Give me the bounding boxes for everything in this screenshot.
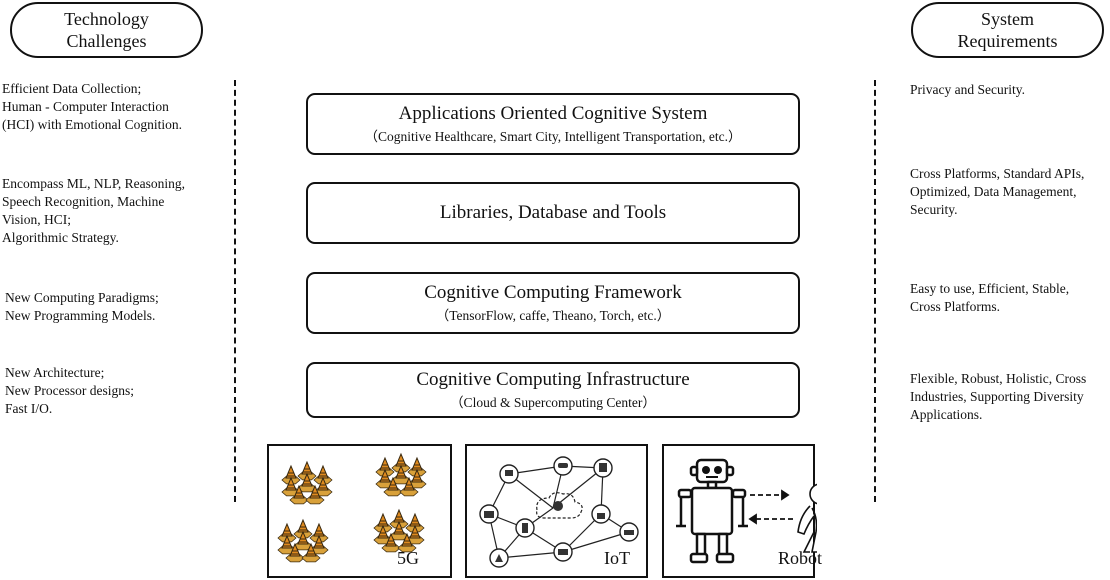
cell-tower: [297, 530, 309, 545]
cell-tower: [301, 460, 313, 475]
cell-tower: [317, 476, 329, 491]
cell-tower: [285, 476, 297, 491]
cell-tower-icon: [277, 452, 427, 563]
cell-tower: [293, 484, 305, 499]
cell-tower: [313, 522, 325, 537]
layer-applications: Applications Oriented Cognitive System （…: [306, 93, 800, 155]
system-requirements-header: System Requirements: [911, 2, 1104, 58]
cell-tower: [409, 512, 421, 527]
cell-tower: [395, 464, 407, 479]
cell-tower: [377, 524, 389, 539]
requirement-item-framework: Easy to use, Efficient, Stable, Cross Pl…: [910, 281, 1070, 314]
panel-5g: 5G: [267, 444, 452, 578]
panel-label: Robot: [778, 548, 823, 568]
layer-subtitle: （Cognitive Healthcare, Smart City, Intel…: [364, 129, 742, 144]
cell-tower: [409, 524, 421, 539]
layer-framework: Cognitive Computing Framework （TensorFlo…: [306, 272, 800, 334]
right-dashed-divider: [874, 80, 876, 502]
cell-tower: [377, 512, 389, 527]
layer-subtitle: （TensorFlow, caffe, Theano, Torch, etc.）: [435, 308, 671, 323]
cell-tower: [403, 476, 415, 491]
cell-tower: [301, 472, 313, 487]
cell-tower: [411, 456, 423, 471]
cell-tower: [379, 456, 391, 471]
cell-tower: [385, 532, 397, 547]
cell-tower: [285, 464, 297, 479]
cell-tower: [387, 476, 399, 491]
panel-label: 5G: [397, 548, 419, 568]
panel-iot: IoT: [465, 444, 648, 578]
left-dashed-divider: [234, 80, 236, 502]
panel-label: IoT: [604, 548, 630, 568]
requirement-item-applications: Privacy and Security.: [910, 82, 1025, 97]
layer-infrastructure: Cognitive Computing Infrastructure （Clou…: [306, 362, 800, 418]
cell-tower: [281, 522, 293, 537]
challenge-item-framework: New Computing Paradigms; New Programming…: [5, 290, 159, 323]
challenge-item-applications: Efficient Data Collection; Human - Compu…: [2, 81, 182, 132]
cell-tower: [313, 534, 325, 549]
cell-tower: [305, 542, 317, 557]
cell-tower: [395, 452, 407, 467]
technology-challenges-header: Technology Challenges: [10, 2, 203, 58]
cell-tower: [393, 520, 405, 535]
layer-title: Cognitive Computing Infrastructure: [416, 369, 690, 390]
layer-title: Libraries, Database and Tools: [439, 202, 667, 223]
cell-tower: [401, 532, 413, 547]
challenge-item-libraries: Encompass ML, NLP, Reasoning, Speech Rec…: [2, 176, 185, 245]
layer-subtitle: （Cloud & Supercomputing Center）: [450, 395, 656, 410]
layer-title: Cognitive Computing Framework: [424, 282, 682, 303]
layer-title: Applications Oriented Cognitive System: [398, 103, 708, 124]
cell-tower: [289, 542, 301, 557]
panel-robot: Robot: [662, 444, 822, 578]
requirement-item-infrastructure: Flexible, Robust, Holistic, Cross Indust…: [910, 371, 1087, 422]
cell-tower: [393, 508, 405, 523]
cell-tower: [281, 534, 293, 549]
cell-tower: [379, 468, 391, 483]
iot-network-icon: [479, 456, 639, 568]
cell-tower: [297, 518, 309, 533]
requirement-item-libraries: Cross Platforms, Standard APIs, Optimize…: [910, 166, 1085, 217]
cell-tower: [317, 464, 329, 479]
cell-tower: [411, 468, 423, 483]
layer-libraries: Libraries, Database and Tools: [306, 182, 800, 244]
robot-icon: [676, 458, 817, 564]
cell-tower: [309, 484, 321, 499]
challenge-item-infrastructure: New Architecture; New Processor designs;…: [5, 365, 134, 416]
